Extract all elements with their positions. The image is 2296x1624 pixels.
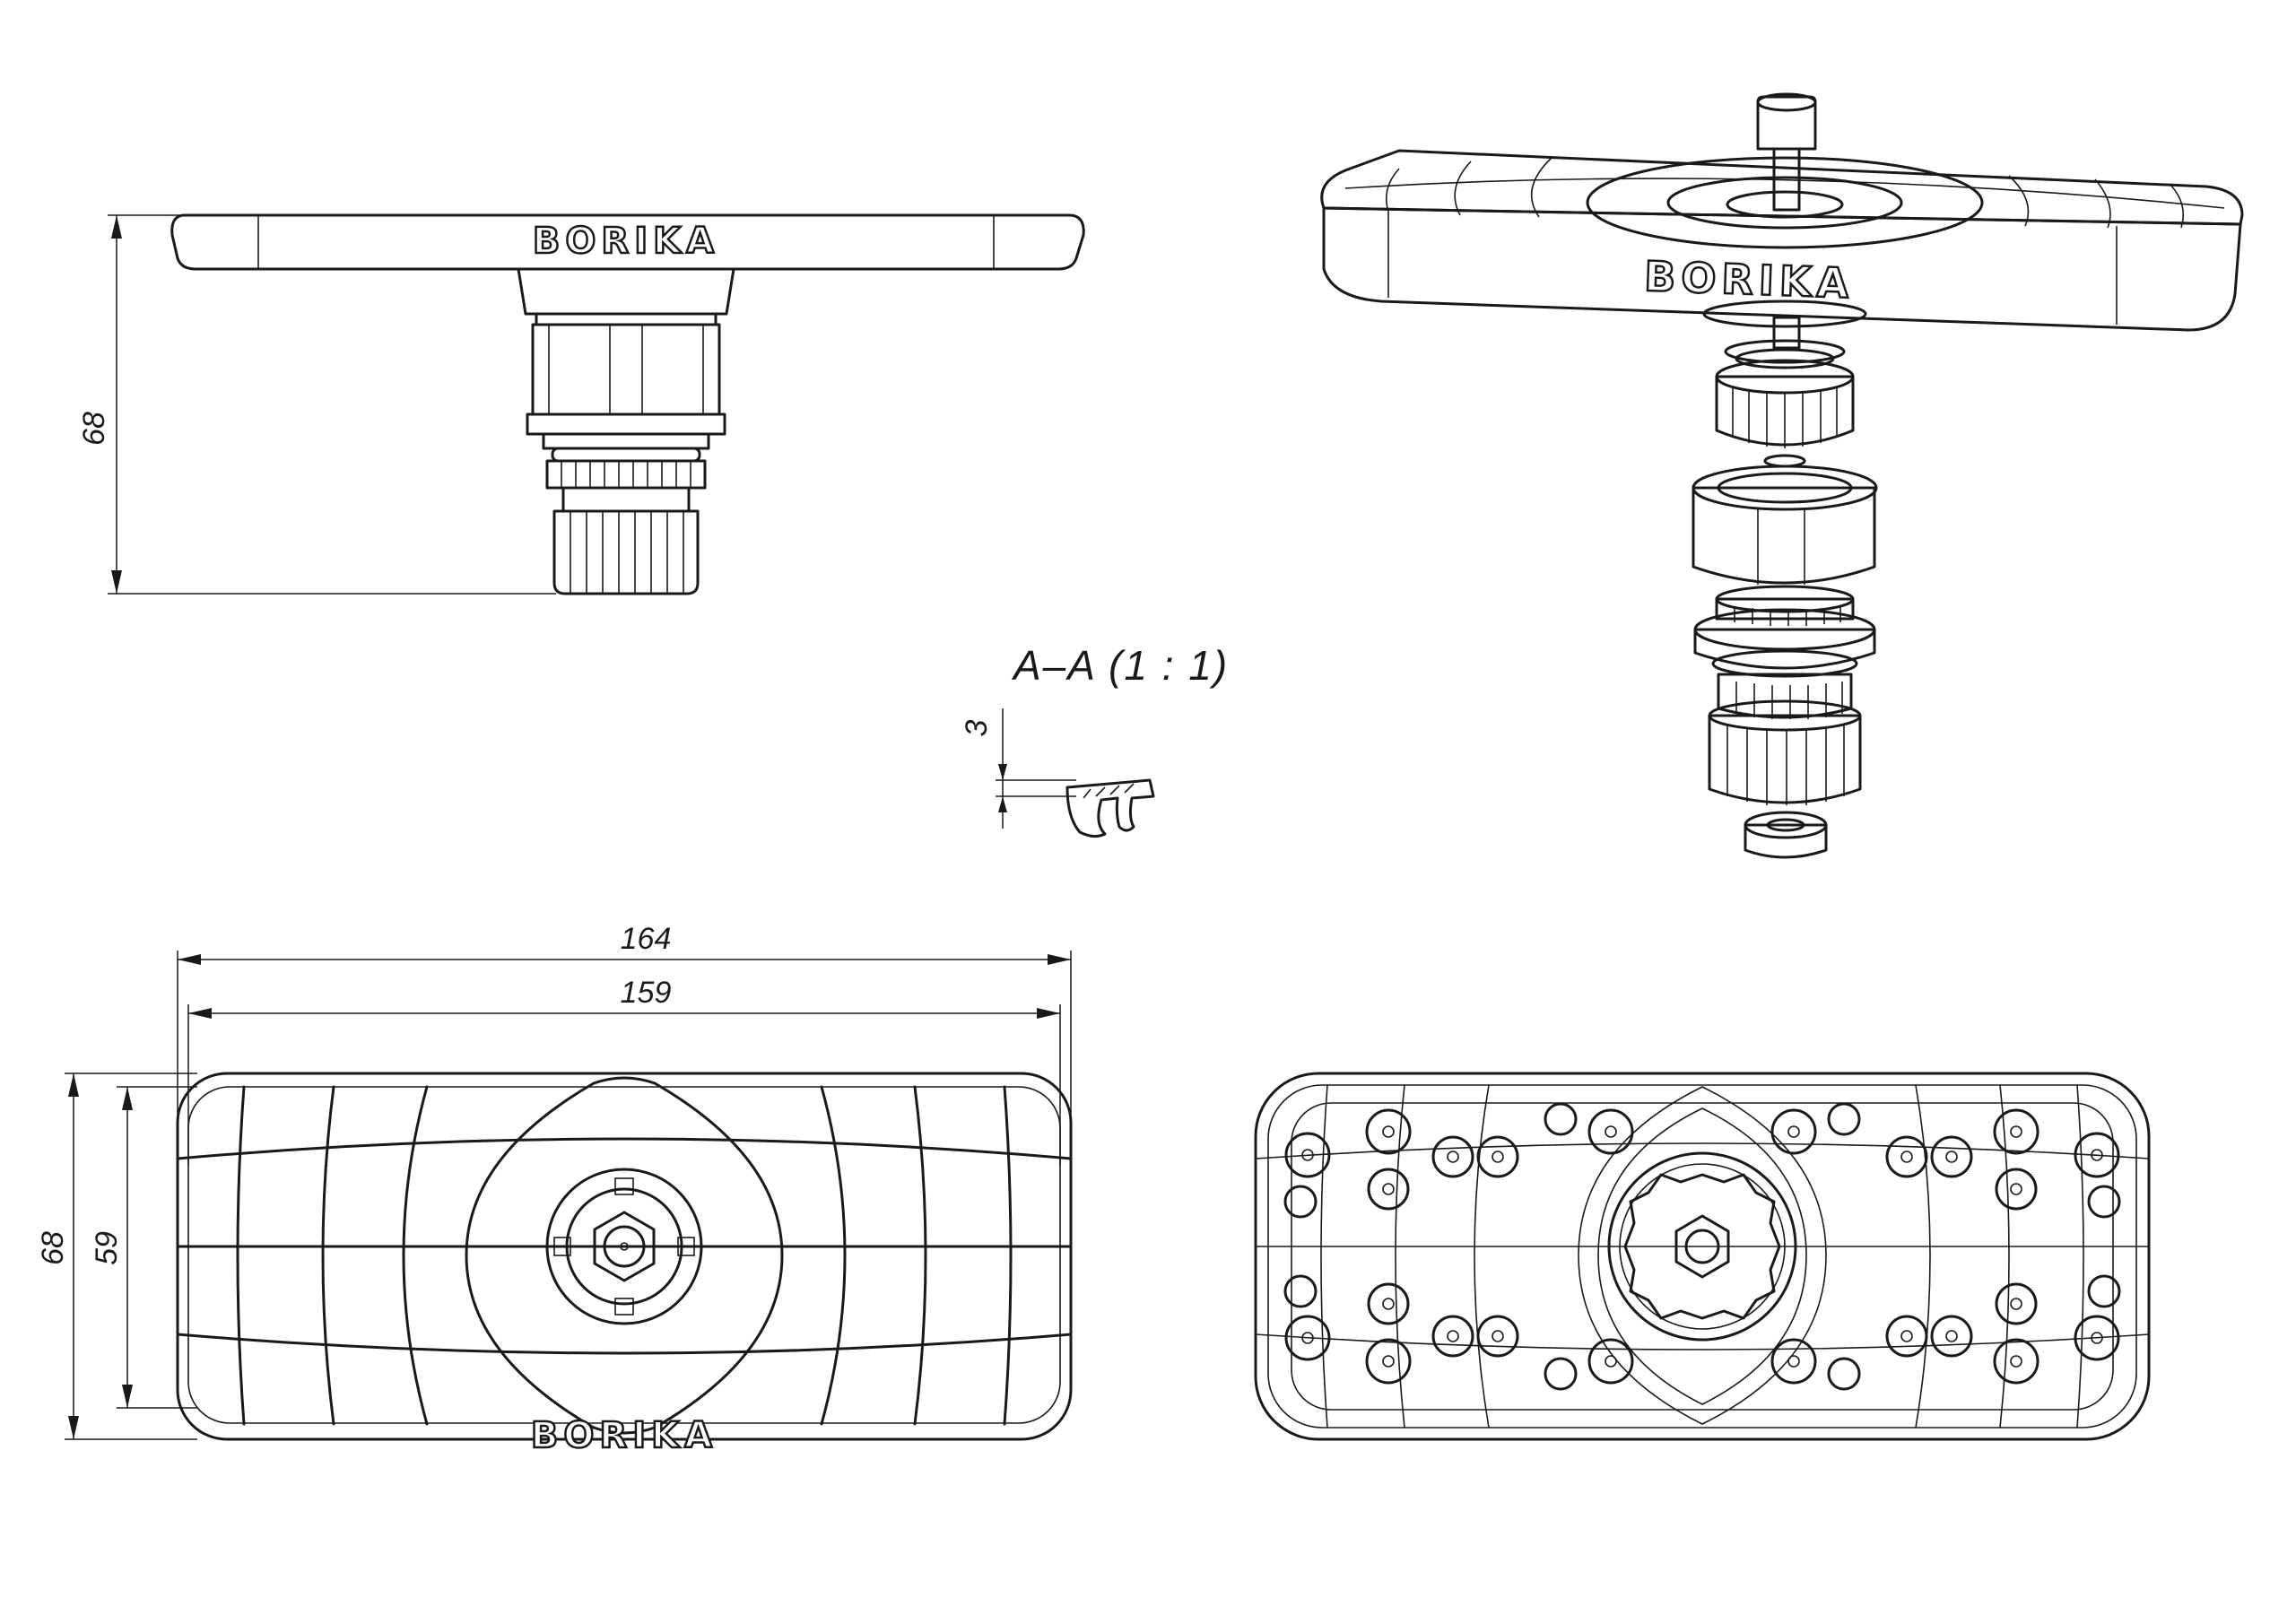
top-view: BORIKA 164 159 68 59 <box>36 922 1073 1457</box>
explode-knob-knurl <box>1726 725 1845 805</box>
bottom-holes <box>1283 1102 2121 1391</box>
explode-logo: BORIKA <box>1643 252 1855 308</box>
dim-inner-length: 159 <box>621 976 672 1010</box>
dim-section-thickness: 3 <box>960 719 994 736</box>
bottom-ribs <box>1256 1084 2149 1429</box>
side-knob-knurl <box>570 511 684 594</box>
side-logo: BORIKA <box>533 221 719 262</box>
explode-thread-knurl <box>1735 682 1843 719</box>
section-view: A–A (1 : 1) 3 <box>960 642 1229 838</box>
bottom-view <box>1254 1072 2151 1441</box>
bottom-bosses <box>1284 1108 2120 1385</box>
top-hub <box>545 1168 703 1325</box>
top-grid <box>178 1076 1071 1435</box>
dim-overall-width: 68 <box>36 1231 70 1265</box>
dim-overall-length: 164 <box>621 922 672 956</box>
side-view: BORIKA <box>77 213 1085 595</box>
exploded-view: BORIKA <box>1320 92 2244 859</box>
dim-side-height: 68 <box>77 412 111 446</box>
top-logo: BORIKA <box>531 1415 718 1456</box>
side-collar-knurl <box>561 461 691 488</box>
section-label: A–A (1 : 1) <box>1011 642 1229 689</box>
bottom-hub <box>1607 1151 1797 1342</box>
dim-inner-width: 59 <box>90 1231 124 1265</box>
explode-top-grid <box>1344 157 2225 229</box>
explode-ring-knurl <box>1732 387 1838 448</box>
